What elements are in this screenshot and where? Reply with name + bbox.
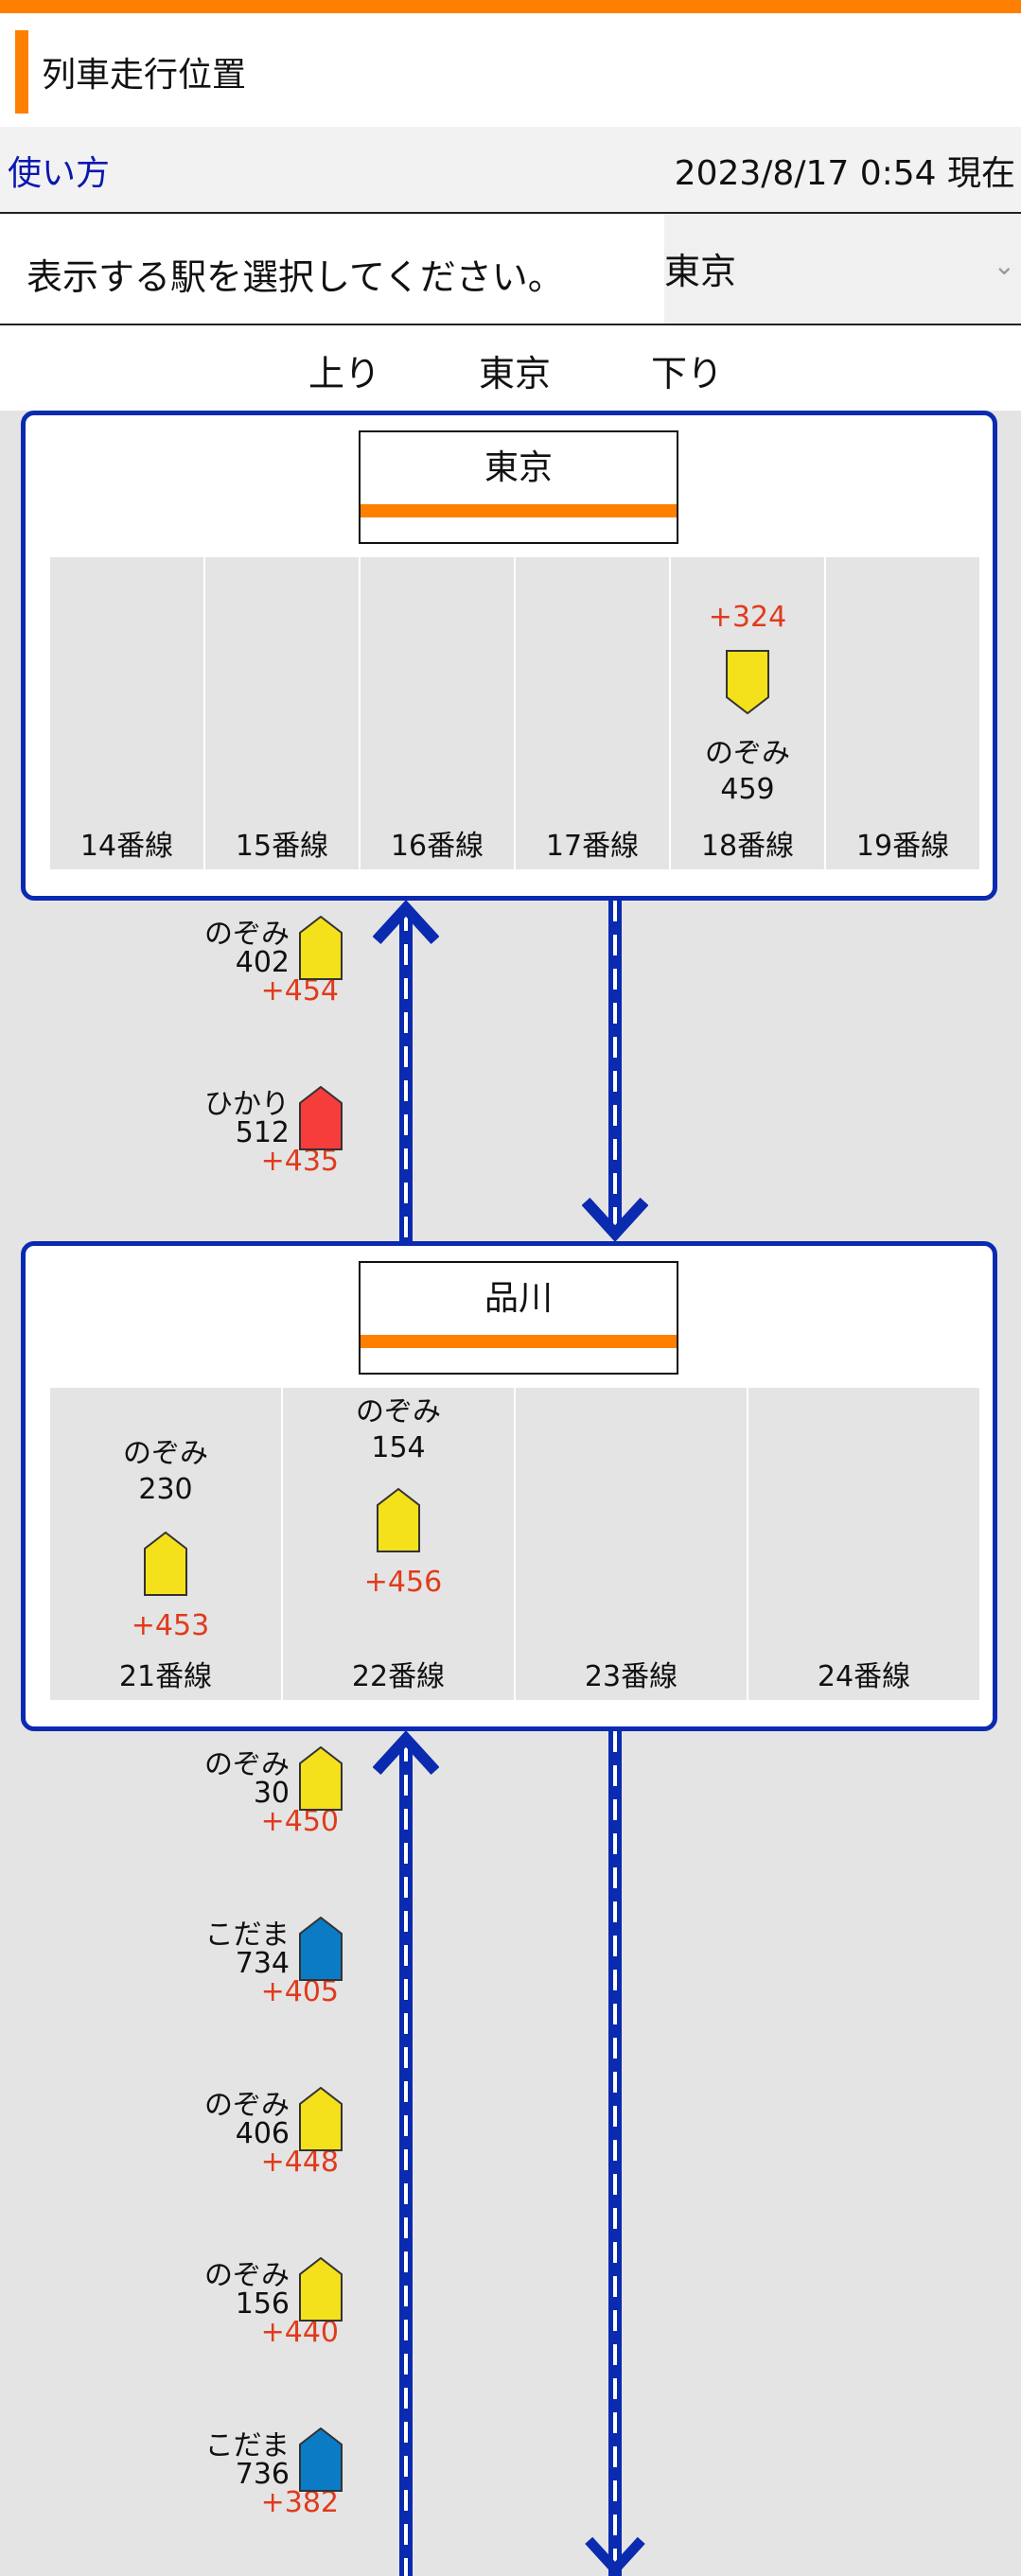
platform-label: 24番線	[817, 1660, 911, 1693]
direction-nav: 上り 東京 下り	[0, 325, 1021, 411]
running-train[interactable]: のぞみ 156 +440	[115, 2252, 343, 2356]
running-train[interactable]: のぞみ 406 +448	[115, 2081, 343, 2185]
platform-label: 22番線	[351, 1660, 446, 1693]
platform-17: 17番線	[516, 557, 669, 869]
nozomi-train-icon	[299, 916, 343, 980]
running-train[interactable]: こだま 734 +405	[115, 1911, 343, 2015]
platform-23: 23番線	[516, 1388, 747, 1700]
platform-label: 17番線	[545, 830, 640, 863]
platform-label: 18番線	[700, 830, 795, 863]
help-link[interactable]: 使い方	[8, 154, 111, 193]
train-delay: +453	[131, 1609, 210, 1642]
nozomi-train-icon	[299, 2087, 343, 2151]
platform-label: 14番線	[79, 830, 174, 863]
platform-15: 15番線	[205, 557, 359, 869]
top-accent-bar	[0, 0, 1021, 13]
info-bar: 使い方 2023/8/17 0:54 現在	[0, 127, 1021, 214]
train-name: のぞみ	[204, 1748, 290, 1781]
station-name: 品川	[484, 1279, 553, 1318]
running-train[interactable]: こだま 736 +382	[115, 2422, 343, 2526]
train-name: のぞみ	[123, 1437, 208, 1470]
train-number: 154	[371, 1431, 426, 1464]
station-select-value: 東京	[664, 251, 737, 292]
train-name: のぞみ	[204, 2259, 290, 2292]
down-track-line	[608, 901, 622, 1232]
page-title: 列車走行位置	[42, 56, 247, 95]
station-name: 東京	[484, 448, 553, 487]
station-sign-stripe	[361, 504, 677, 517]
chevron-down-icon: ⌄	[993, 250, 1015, 281]
down-arrow-icon	[582, 1197, 648, 1241]
train-name: のぞみ	[204, 918, 290, 951]
train-number: 512	[235, 1116, 290, 1149]
train-number: 230	[138, 1473, 193, 1506]
current-station-label: 東京	[479, 353, 552, 394]
station-sign-stripe	[361, 1335, 677, 1348]
platform-row: 14番線 15番線 16番線 17番線 +324 のぞみ 459 18番線 19…	[50, 557, 979, 869]
station-sign: 品川	[359, 1261, 678, 1375]
station-select-row: 表示する駅を選択してください。 東京 ⌄	[0, 214, 1021, 325]
train-name: のぞみ	[705, 737, 790, 770]
nozomi-train-icon	[299, 1746, 343, 1811]
down-arrow-icon	[585, 2536, 645, 2576]
train-name: ひかり	[204, 1088, 290, 1121]
train-number: 30	[253, 1777, 290, 1810]
station-block-tokyo: 東京 14番線 15番線 16番線 17番線 +324 のぞみ 459 18番線…	[21, 411, 997, 901]
platform-18: +324 のぞみ 459 18番線	[671, 557, 824, 869]
platform-22: のぞみ 154 +456 22番線	[283, 1388, 514, 1700]
platform-label: 16番線	[390, 830, 484, 863]
nozomi-train-icon[interactable]	[144, 1532, 187, 1596]
header: 列車走行位置	[0, 13, 1021, 127]
hikari-train-icon	[299, 1086, 343, 1150]
train-number: 736	[235, 2458, 290, 2491]
platform-24: 24番線	[748, 1388, 979, 1700]
train-delay: +456	[363, 1566, 443, 1599]
platform-label: 21番線	[118, 1660, 213, 1693]
nozomi-train-icon[interactable]	[726, 650, 769, 714]
up-direction-link[interactable]: 上り	[308, 353, 381, 394]
platform-label: 23番線	[584, 1660, 678, 1693]
down-direction-link[interactable]: 下り	[651, 353, 724, 394]
running-train[interactable]: のぞみ 402 +454	[115, 910, 343, 1014]
platform-label: 19番線	[855, 830, 950, 863]
train-name: のぞみ	[356, 1395, 441, 1428]
up-track-line	[399, 910, 413, 1243]
station-select-prompt: 表示する駅を選択してください。	[26, 256, 564, 298]
station-select[interactable]: 東京 ⌄	[664, 214, 1021, 324]
platform-16: 16番線	[361, 557, 514, 869]
timestamp: 2023/8/17 0:54 現在	[674, 154, 1015, 193]
train-number: 459	[720, 773, 775, 806]
down-track-line	[608, 1731, 622, 2576]
train-number: 402	[235, 946, 290, 979]
train-name: のぞみ	[204, 2089, 290, 2122]
train-number: 156	[235, 2287, 290, 2321]
running-train[interactable]: ひかり 512 +435	[115, 1080, 343, 1184]
platform-label: 15番線	[235, 830, 329, 863]
nozomi-train-icon	[299, 2257, 343, 2322]
train-delay: +324	[708, 601, 787, 634]
platform-19: 19番線	[826, 557, 979, 869]
train-number: 406	[235, 2117, 290, 2150]
train-name: こだま	[204, 2429, 290, 2462]
platform-row: のぞみ 230 +453 21番線 のぞみ 154 +456 22番線 23番線…	[50, 1388, 979, 1700]
train-name: こだま	[204, 1919, 290, 1952]
platform-14: 14番線	[50, 557, 203, 869]
train-number: 734	[235, 1947, 290, 1980]
nozomi-train-icon[interactable]	[377, 1488, 420, 1552]
kodama-train-icon	[299, 2427, 343, 2492]
title-accent	[15, 30, 28, 114]
up-track-line	[399, 1741, 413, 2576]
running-train[interactable]: のぞみ 30 +450	[115, 1741, 343, 1845]
up-arrow-icon	[373, 901, 439, 945]
station-sign: 東京	[359, 430, 678, 544]
station-block-shinagawa: 品川 のぞみ 230 +453 21番線 のぞみ 154 +456 22番線 2…	[21, 1241, 997, 1731]
kodama-train-icon	[299, 1917, 343, 1981]
platform-21: のぞみ 230 +453 21番線	[50, 1388, 281, 1700]
up-arrow-icon	[373, 1731, 439, 1776]
